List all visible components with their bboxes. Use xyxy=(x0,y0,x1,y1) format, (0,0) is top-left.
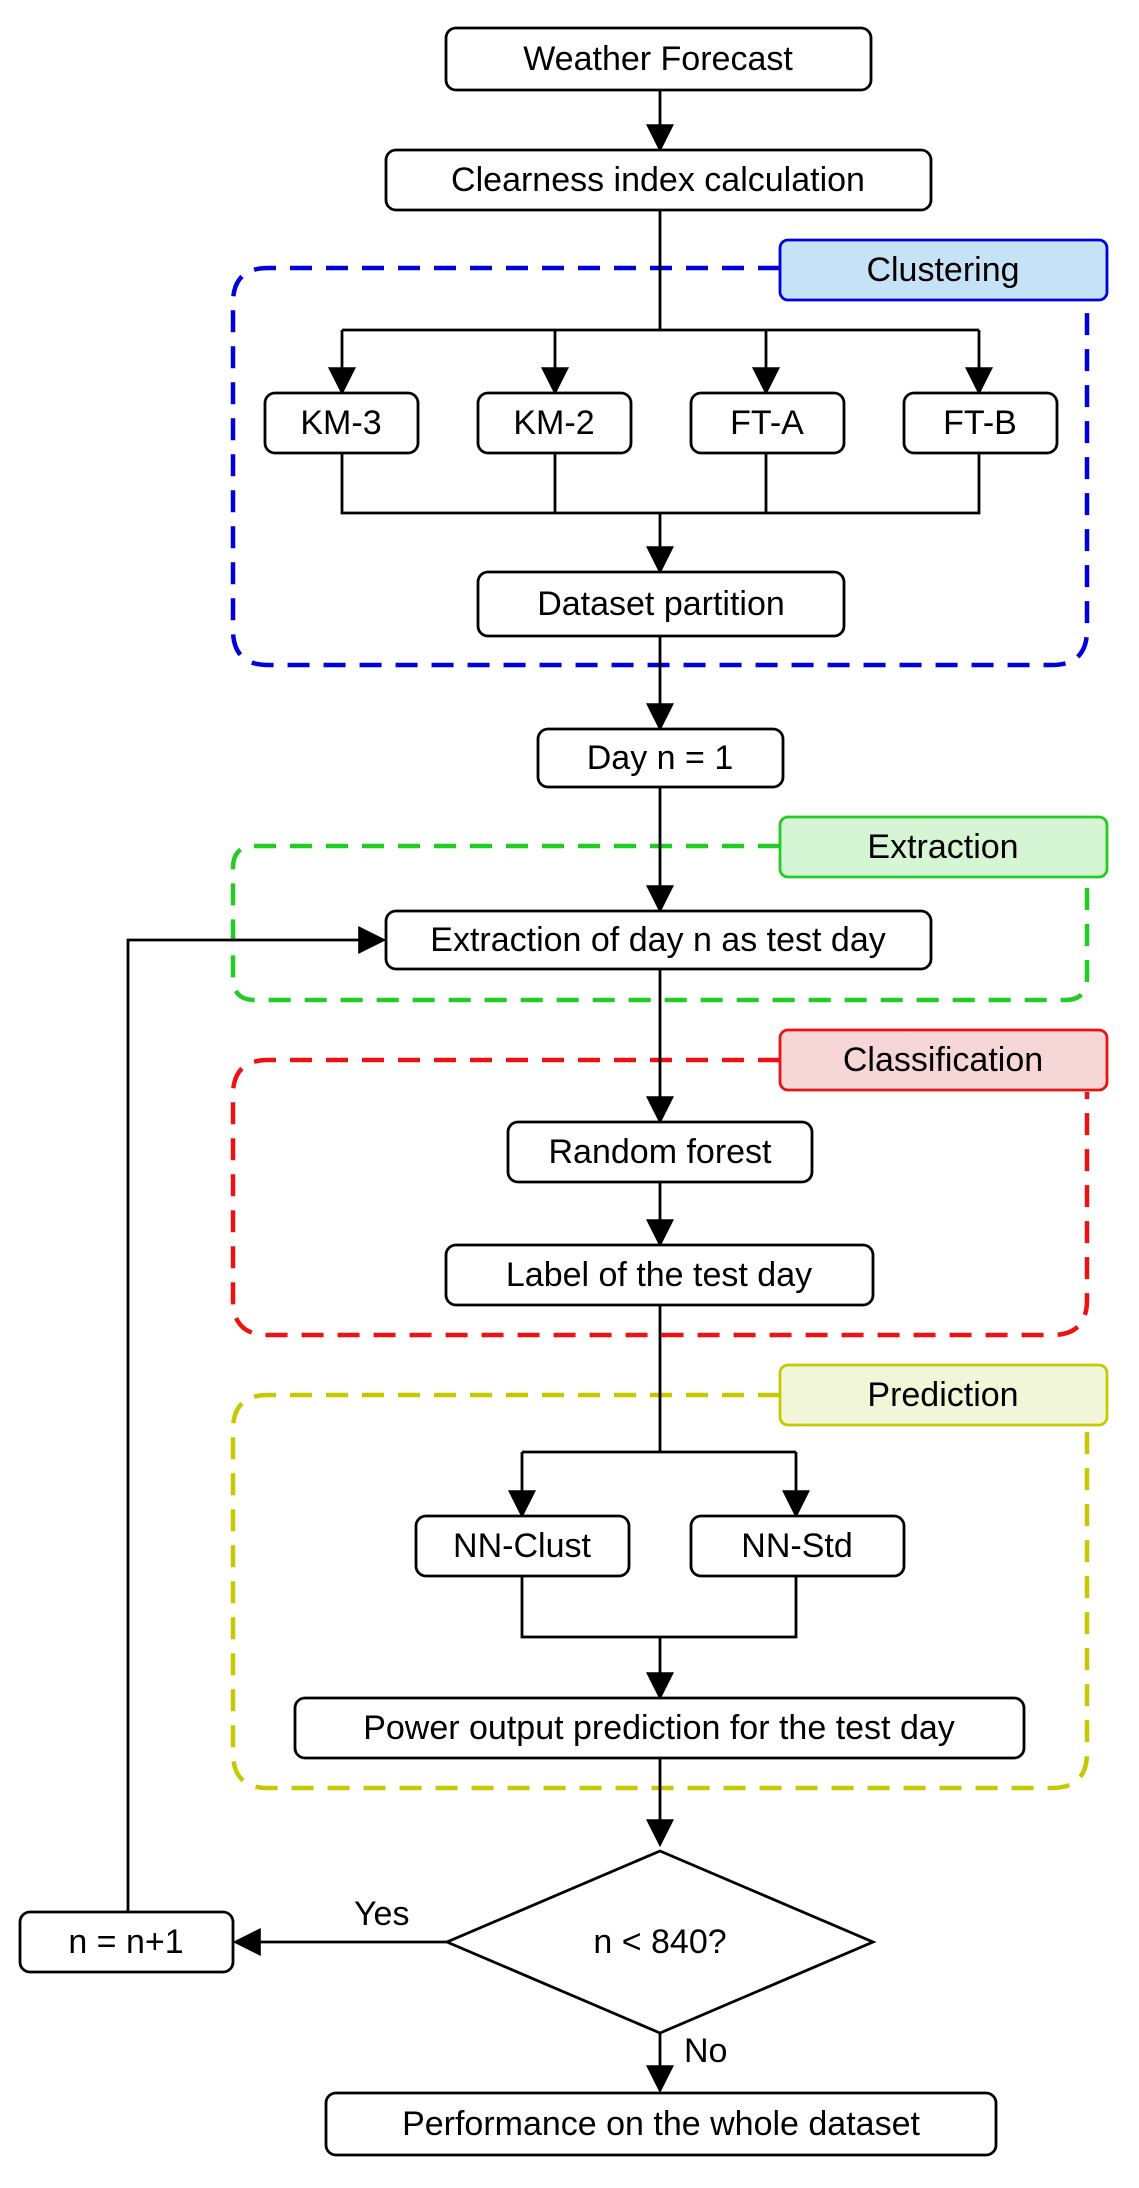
node-random-forest: Random forest xyxy=(506,1120,814,1184)
dataset-partition-text: Dataset partition xyxy=(537,585,785,623)
clustering-frame xyxy=(230,265,1090,668)
node-clearness-index: Clearness index calculation xyxy=(384,148,933,212)
increment-text: n = n+1 xyxy=(68,1923,183,1961)
node-dataset-partition: Dataset partition xyxy=(476,570,846,638)
group-classification: Classification xyxy=(230,1028,1109,1338)
node-fta: FT-A xyxy=(689,391,846,455)
extraction-label: Extraction xyxy=(867,828,1018,866)
node-extraction-day: Extraction of day n as test day xyxy=(384,909,933,971)
km3-text: KM-3 xyxy=(300,404,381,442)
extraction-frame xyxy=(230,843,1090,1003)
prediction-tag-border xyxy=(778,1363,1109,1427)
node-km2: KM-2 xyxy=(476,391,633,455)
classification-tag-border xyxy=(778,1028,1109,1092)
node-decision: n < 840? xyxy=(443,1849,877,2035)
edge-loop-back xyxy=(126,926,387,1912)
yes-label: Yes xyxy=(354,1895,409,1933)
km2-text: KM-2 xyxy=(513,404,594,442)
no-label: No xyxy=(684,2032,727,2070)
edge-merge-nn xyxy=(520,1576,798,1639)
node-performance: Performance on the whole dataset xyxy=(324,2091,998,2157)
extraction-tag xyxy=(780,817,1107,877)
node-power-prediction: Power output prediction for the test day xyxy=(293,1696,1026,1760)
day-n-text: Day n = 1 xyxy=(587,739,733,777)
node-km3: KM-3 xyxy=(263,391,420,455)
node-weather-forecast: Weather Forecast xyxy=(444,26,873,92)
label-test-day-text: Label of the test day xyxy=(506,1256,812,1294)
prediction-frame xyxy=(230,1392,1090,1791)
power-prediction-text: Power output prediction for the test day xyxy=(363,1709,955,1747)
node-nn-clust: NN-Clust xyxy=(414,1514,631,1578)
clustering-label: Clustering xyxy=(866,251,1019,289)
edge-merge-clusters xyxy=(340,453,981,515)
decision-text: n < 840? xyxy=(593,1923,726,1961)
prediction-label: Prediction xyxy=(867,1376,1018,1414)
ftb-text: FT-B xyxy=(943,404,1017,442)
weather-forecast-text: Weather Forecast xyxy=(523,40,793,78)
performance-text: Performance on the whole dataset xyxy=(402,2105,920,2143)
random-forest-text: Random forest xyxy=(549,1133,773,1171)
clustering-tag-border xyxy=(778,238,1109,302)
extraction-day-text: Extraction of day n as test day xyxy=(430,921,885,959)
clearness-index-text: Clearness index calculation xyxy=(451,161,865,199)
node-ftb: FT-B xyxy=(902,391,1059,455)
clustering-tag xyxy=(780,240,1107,300)
connectors xyxy=(126,90,993,2094)
extraction-tag-border xyxy=(778,815,1109,879)
group-prediction: Prediction xyxy=(230,1363,1109,1791)
node-increment: n = n+1 xyxy=(18,1910,235,1974)
prediction-tag xyxy=(780,1365,1107,1425)
nn-clust-text: NN-Clust xyxy=(453,1527,591,1565)
node-day-n: Day n = 1 xyxy=(536,727,785,789)
classification-label: Classification xyxy=(843,1041,1043,1079)
classification-tag xyxy=(780,1030,1107,1090)
node-nn-std: NN-Std xyxy=(689,1514,906,1578)
classification-frame xyxy=(230,1057,1090,1338)
nn-std-text: NN-Std xyxy=(741,1527,852,1565)
group-clustering: Clustering xyxy=(230,238,1109,668)
node-label-test-day: Label of the test day xyxy=(444,1243,875,1307)
group-extraction: Extraction xyxy=(230,815,1109,1003)
fta-text: FT-A xyxy=(730,404,804,442)
